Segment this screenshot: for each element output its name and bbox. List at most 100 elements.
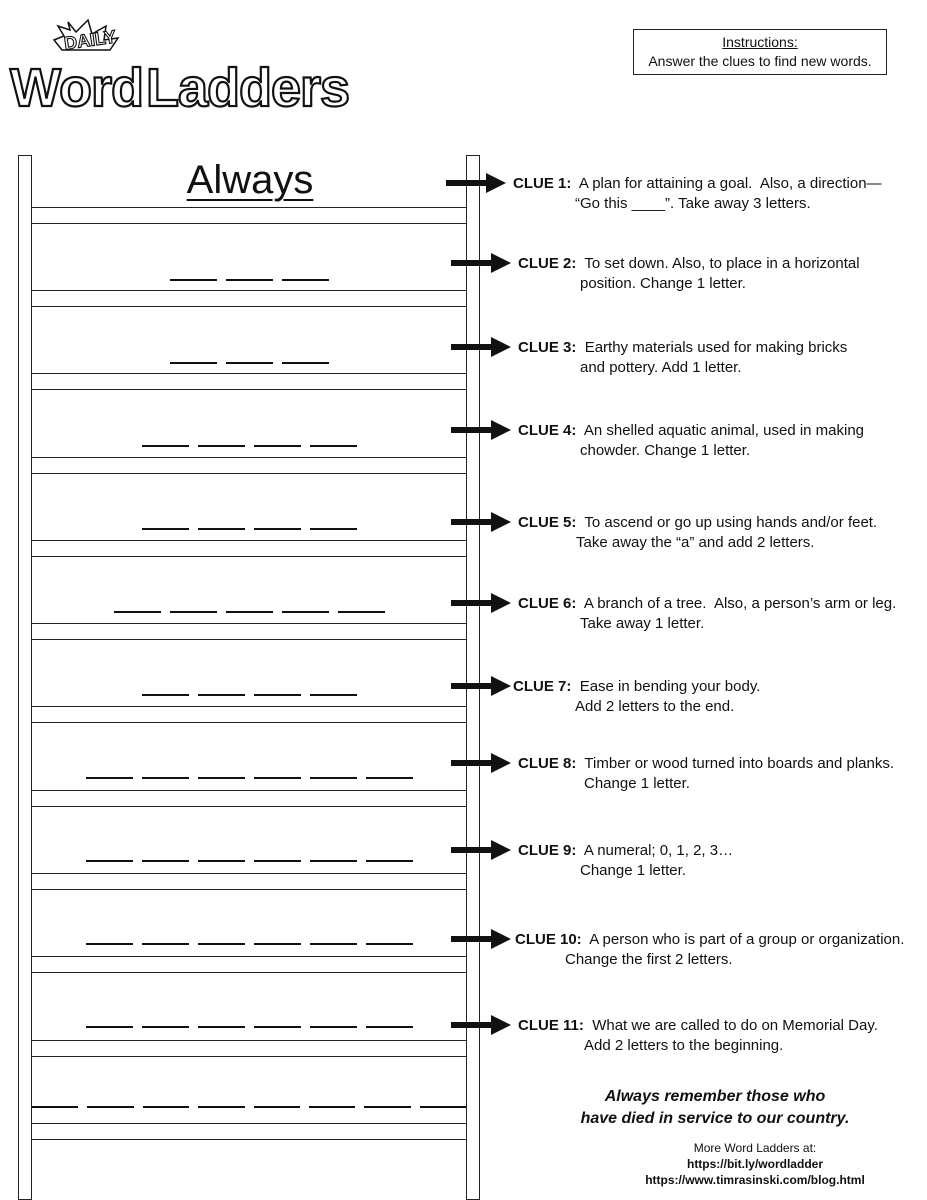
clue-label: CLUE 9: xyxy=(518,842,577,859)
letter-blank[interactable] xyxy=(337,611,385,613)
clue-text-line-2: position. Change 1 letter. xyxy=(580,275,746,292)
letter-blank[interactable] xyxy=(85,777,133,779)
letter-blank[interactable] xyxy=(365,860,413,862)
letter-blank[interactable] xyxy=(32,1106,79,1108)
arrow-right-icon xyxy=(451,753,511,773)
letter-blank[interactable] xyxy=(364,1106,411,1108)
letter-blank[interactable] xyxy=(225,611,273,613)
letter-blank[interactable] xyxy=(169,611,217,613)
letter-blank[interactable] xyxy=(141,860,189,862)
letter-blank[interactable] xyxy=(309,943,357,945)
clue-label: CLUE 2: xyxy=(518,255,577,272)
letter-blank[interactable] xyxy=(253,860,301,862)
letter-blank[interactable] xyxy=(281,362,329,364)
letter-blank[interactable] xyxy=(309,445,357,447)
answer-row-3 xyxy=(32,445,466,447)
ladder-rung xyxy=(32,623,466,640)
closing-message: Always remember those who have died in s… xyxy=(520,1086,910,1130)
clue-2: CLUE 2: To set down. Also, to place in a… xyxy=(518,254,860,294)
letter-blank[interactable] xyxy=(169,279,217,281)
letter-blank[interactable] xyxy=(281,611,329,613)
answer-row-5 xyxy=(32,611,466,613)
svg-text:Word: Word xyxy=(10,58,143,118)
clue-10: CLUE 10: A person who is part of a group… xyxy=(515,930,904,970)
letter-blank[interactable] xyxy=(198,1106,245,1108)
letter-blank[interactable] xyxy=(85,943,133,945)
letter-blank[interactable] xyxy=(253,1026,301,1028)
answer-row-1 xyxy=(32,279,466,281)
answer-row-6 xyxy=(32,694,466,696)
letter-blank[interactable] xyxy=(309,860,357,862)
more-link-1[interactable]: https://bit.ly/wordladder xyxy=(686,1157,823,1171)
clue-label: CLUE 8: xyxy=(518,755,577,772)
closing-line-1: Always remember those who xyxy=(604,1088,826,1105)
clue-text-line-2: Add 2 letters to the beginning. xyxy=(584,1037,784,1054)
ladder-rung xyxy=(32,373,466,390)
ladder-rung xyxy=(32,1040,466,1057)
letter-blank[interactable] xyxy=(365,943,413,945)
letter-blank[interactable] xyxy=(253,1106,300,1108)
letter-blank[interactable] xyxy=(169,362,217,364)
letter-blank[interactable] xyxy=(141,528,189,530)
svg-text:Ladders: Ladders xyxy=(146,58,349,118)
letter-blank[interactable] xyxy=(253,694,301,696)
letter-blank[interactable] xyxy=(197,1026,245,1028)
letter-blank[interactable] xyxy=(309,694,357,696)
clue-text-line-2: and pottery. Add 1 letter. xyxy=(580,359,742,376)
letter-blank[interactable] xyxy=(141,777,189,779)
letter-blank[interactable] xyxy=(141,943,189,945)
clue-8: CLUE 8: Timber or wood turned into board… xyxy=(518,754,894,794)
clue-text-line-1: Ease in bending your body. xyxy=(579,678,761,695)
clue-label: CLUE 10: xyxy=(515,931,582,948)
arrow-right-icon xyxy=(446,173,506,193)
letter-blank[interactable] xyxy=(197,943,245,945)
letter-blank[interactable] xyxy=(197,445,245,447)
more-link-2[interactable]: https://www.timrasinski.com/blog.html xyxy=(645,1173,865,1187)
arrow-right-icon xyxy=(451,1015,511,1035)
letter-blank[interactable] xyxy=(225,362,273,364)
letter-blank[interactable] xyxy=(197,860,245,862)
letter-blank[interactable] xyxy=(281,279,329,281)
letter-blank[interactable] xyxy=(141,1026,189,1028)
letter-blank[interactable] xyxy=(253,445,301,447)
letter-blank[interactable] xyxy=(197,528,245,530)
letter-blank[interactable] xyxy=(113,611,161,613)
clue-label: CLUE 1: xyxy=(513,175,572,192)
instructions-title: Instructions: xyxy=(722,34,798,50)
letter-blank[interactable] xyxy=(309,528,357,530)
more-word-ladders: More Word Ladders at: https://bit.ly/wor… xyxy=(600,1140,910,1188)
clue-9: CLUE 9: A numeral; 0, 1, 2, 3…Change 1 l… xyxy=(518,841,733,881)
letter-blank[interactable] xyxy=(308,1106,356,1108)
letter-blank[interactable] xyxy=(85,1026,133,1028)
instructions-text: Answer the clues to find new words. xyxy=(648,53,872,69)
answer-row-7 xyxy=(32,777,466,779)
clue-text-line-1: A plan for attaining a goal. Also, a dir… xyxy=(578,175,882,192)
letter-blank[interactable] xyxy=(253,528,301,530)
letter-blank[interactable] xyxy=(309,1026,357,1028)
clue-text-line-1: A branch of a tree. Also, a person’s arm… xyxy=(583,595,897,612)
letter-blank[interactable] xyxy=(253,777,301,779)
letter-blank[interactable] xyxy=(225,279,273,281)
ladder-rung xyxy=(32,956,466,973)
letter-blank[interactable] xyxy=(197,694,245,696)
letter-blank[interactable] xyxy=(253,943,301,945)
clue-6: CLUE 6: A branch of a tree. Also, a pers… xyxy=(518,594,896,634)
letter-blank[interactable] xyxy=(141,445,189,447)
letter-blank[interactable] xyxy=(197,777,245,779)
letter-blank[interactable] xyxy=(85,860,133,862)
answer-row-11 xyxy=(32,1106,466,1108)
ladder-rung xyxy=(32,540,466,557)
ladder-rung xyxy=(32,457,466,474)
letter-blank[interactable] xyxy=(365,1026,413,1028)
letter-blank[interactable] xyxy=(365,777,413,779)
clue-11: CLUE 11: What we are called to do on Mem… xyxy=(518,1016,878,1056)
clue-text-line-1: An shelled aquatic animal, used in makin… xyxy=(583,422,865,439)
letter-blank[interactable] xyxy=(142,1106,190,1108)
letter-blank[interactable] xyxy=(87,1106,134,1108)
arrow-right-icon xyxy=(451,593,511,613)
letter-blank[interactable] xyxy=(309,777,357,779)
clue-text-line-1: A person who is part of a group or organ… xyxy=(589,931,905,948)
letter-blank[interactable] xyxy=(141,694,189,696)
answer-row-10 xyxy=(32,1026,466,1028)
letter-blank[interactable] xyxy=(419,1106,466,1108)
